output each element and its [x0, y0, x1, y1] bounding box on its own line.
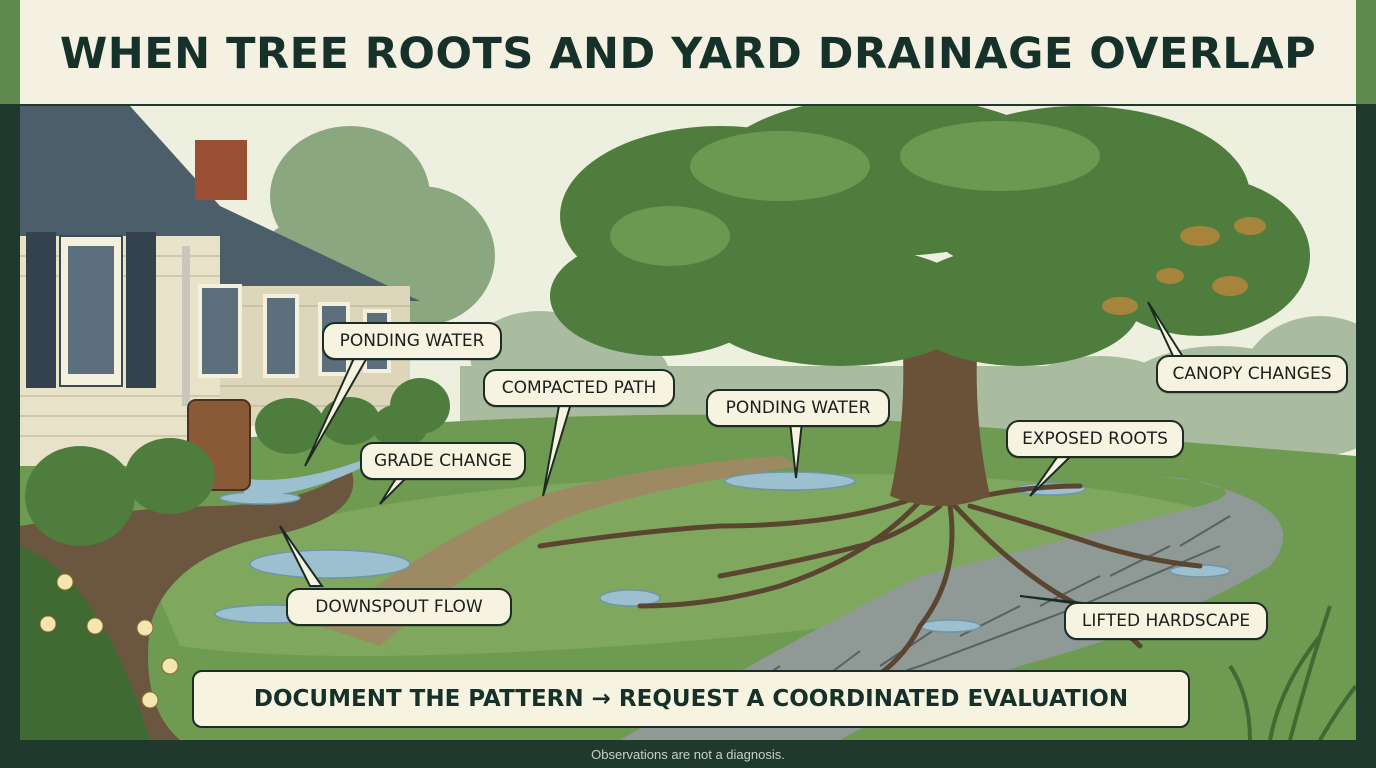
footer-disclaimer: Observations are not a diagnosis. [591, 747, 785, 762]
canopy-highlights [610, 121, 1100, 266]
header-right-accent [1356, 0, 1376, 104]
label-ponding-water-house: PONDING WATER [322, 322, 502, 360]
window-side-2 [263, 294, 299, 378]
shutter-right [126, 232, 156, 388]
shrubs [25, 378, 450, 546]
compacted-path-ground [320, 456, 800, 646]
downspout-pipe [182, 246, 190, 406]
label-compacted-path: COMPACTED PATH [483, 369, 675, 407]
label-lifted-hardscape: LIFTED HARDSCAPE [1064, 602, 1268, 640]
reeds [1228, 605, 1356, 740]
window-side-1 [198, 284, 242, 378]
canopy-yellowing-leaves [1102, 217, 1266, 315]
callout-pointers [279, 301, 1194, 605]
header-left-accent [0, 0, 20, 104]
label-ponding-water-lawn: PONDING WATER [706, 389, 890, 427]
flowering-plant [20, 546, 179, 740]
window-glass [68, 246, 114, 374]
label-downspout-flow: DOWNSPOUT FLOW [286, 588, 512, 626]
call-to-action-banner: DOCUMENT THE PATTERN → REQUEST A COORDIN… [192, 670, 1190, 728]
label-canopy-changes: CANOPY CHANGES [1156, 355, 1348, 393]
header-band: WHEN TREE ROOTS AND YARD DRAINAGE OVERLA… [0, 0, 1376, 104]
house [20, 106, 420, 491]
label-grade-change: GRADE CHANGE [360, 442, 526, 480]
chimney [195, 140, 247, 200]
label-exposed-roots: EXPOSED ROOTS [1006, 420, 1184, 458]
downspout-stream [240, 461, 365, 497]
shutter-left [26, 232, 56, 388]
page-title: WHEN TREE ROOTS AND YARD DRAINAGE OVERLA… [59, 29, 1317, 79]
